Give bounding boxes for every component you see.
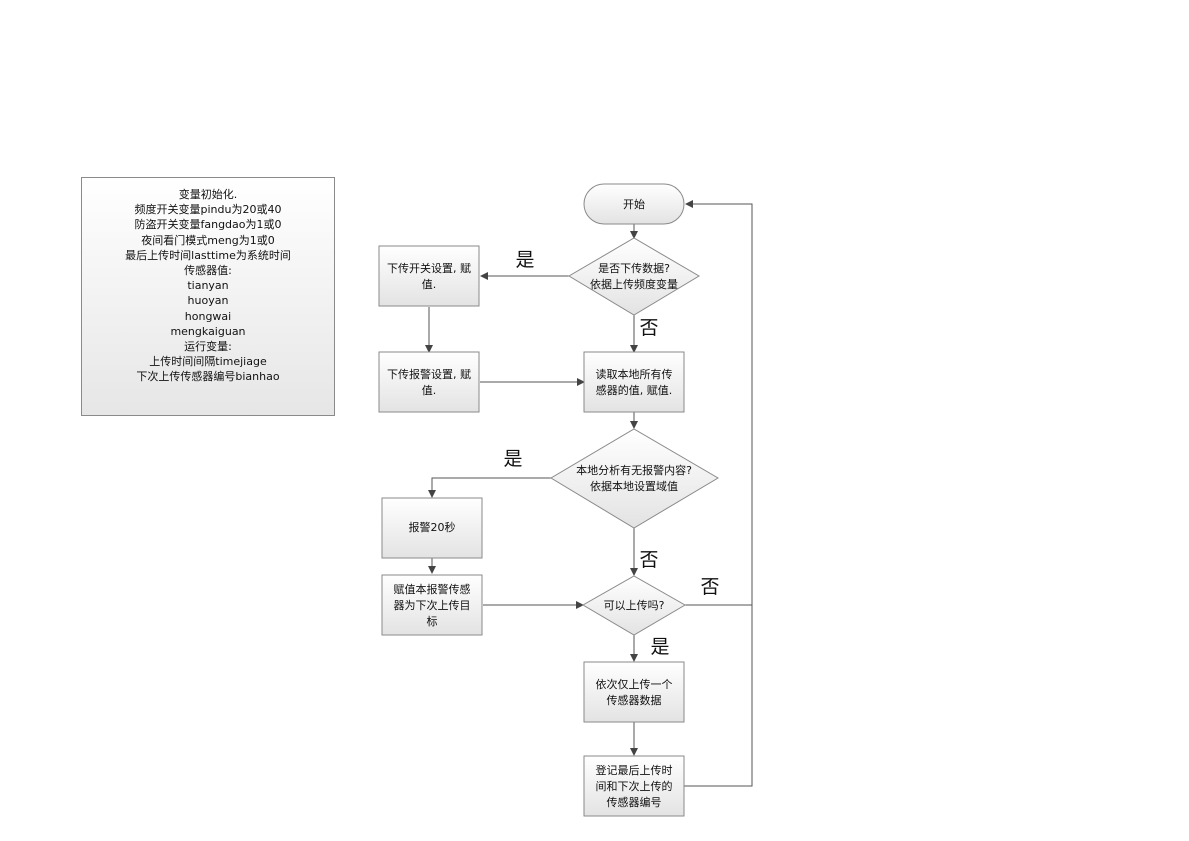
note-line: 下次上传传感器编号bianhao [136,370,280,384]
note-line: 变量初始化. [178,188,238,201]
switch-setting-line1: 下传开关设置, 赋 [387,261,471,275]
assign-target-line3: 标 [427,614,438,628]
note-line: huoyan [187,294,229,308]
alarm-setting-line2: 值. [422,384,437,397]
upload-one-line1: 依次仅上传一个 [596,677,673,691]
decision-upload-data-line2: 依据上传频度变量 [590,277,678,291]
start-terminator [583,183,685,225]
note-line: 运行变量: [184,340,232,354]
no-label-decision3: 否 [700,576,719,598]
variable-init-note: 变量初始化. 频度开关变量pindu为20或40 防盗开关变量fangdao为1… [81,177,335,416]
note-line: hongwai [184,309,232,323]
note-line: 防盗开关变量fangdao为1或0 [134,218,282,232]
read-sensors-line2: 感器的值, 赋值. [596,383,673,397]
decision-upload-data-line1: 是否下传数据? [598,261,670,275]
note-line: 最后上传时间lasttime为系统时间 [125,248,291,262]
note-line: 上传时间间隔timejiage [149,355,267,369]
note-line: mengkaiguan [170,324,246,338]
edge-record-loop [684,200,753,787]
switch-setting-line2: 值. [422,278,437,291]
record-line3: 传感器编号 [607,795,662,809]
decision-can-upload-label: 可以上传吗? [604,599,665,612]
decision-alarm [550,428,719,529]
alarm-setting-line1: 下传报警设置, 赋 [387,367,471,381]
read-sensors-box [583,351,685,413]
no-label-decision2: 否 [639,549,658,571]
note-line: 频度开关变量pindu为20或40 [134,203,282,217]
upload-one-line2: 传感器数据 [607,693,662,707]
read-sensors-line1: 读取本地所有传 [596,367,673,381]
yes-label-decision3: 是 [650,636,669,658]
note-line: 传感器值: [184,264,232,278]
no-label-decision1: 否 [639,317,658,339]
assign-target-box [381,574,483,636]
switch-setting-box [378,245,480,307]
alarm-20s-box [381,497,483,559]
record-line1: 登记最后上传时 [596,763,673,777]
decision-alarm-line1: 本地分析有无报警内容? [576,463,692,477]
record-box [583,755,685,817]
yes-label-decision1: 是 [515,249,534,271]
yes-label-decision2: 是 [503,448,522,470]
start-label: 开始 [623,197,645,211]
alarm-setting-box [378,351,480,413]
decision-can-upload [582,575,686,636]
note-line: 夜间看门模式meng为1或0 [141,233,275,247]
record-line2: 间和下次上传的 [596,779,673,793]
assign-target-line2: 器为下次上传目 [394,598,471,612]
note-line: tianyan [187,279,229,293]
decision-alarm-line2: 依据本地设置域值 [590,479,678,493]
alarm-20s-label: 报警20秒 [409,520,456,534]
upload-one-box [583,661,685,723]
assign-target-line1: 赋值本报警传感 [394,582,471,596]
decision-upload-data [568,237,700,316]
edge-decision2-yes [428,477,551,498]
edge-decision3-no-loop [685,204,753,606]
